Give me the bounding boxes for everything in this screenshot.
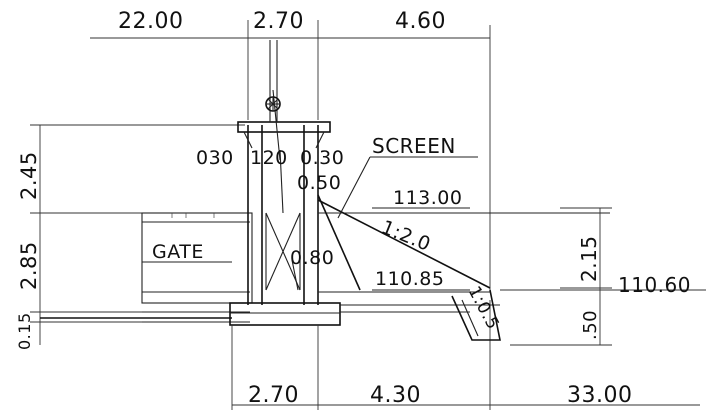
dim-top-22-00: 22.00 bbox=[118, 9, 183, 34]
dim-left-2-45: 2.45 bbox=[17, 151, 41, 200]
dim-wall-030: 030 bbox=[196, 147, 234, 169]
dim-wall-0-30: 0.30 bbox=[300, 147, 344, 169]
dim-top-4-60: 4.60 bbox=[395, 9, 446, 34]
upstream-channel bbox=[40, 212, 253, 323]
dim-bottom-2-70: 2.70 bbox=[248, 383, 299, 408]
left-dimension-chain: 2.45 2.85 0.15 bbox=[15, 124, 245, 350]
elevation-top-water: 113.00 bbox=[393, 187, 462, 209]
dim-gate-opening-0-80: 0.80 bbox=[290, 247, 334, 269]
dim-wall-120: 120 bbox=[250, 147, 288, 169]
elevation-sill: 110.85 bbox=[375, 268, 444, 290]
dim-left-0-15: 0.15 bbox=[15, 312, 34, 350]
apron-slope-label: 1:0.5 bbox=[464, 283, 503, 333]
dim-left-2-85: 2.85 bbox=[17, 241, 41, 290]
top-dimension-chain: 22.00 2.70 4.60 bbox=[90, 9, 491, 290]
right-dimension-chain: 2.15 .50 bbox=[510, 207, 612, 346]
foundation-block bbox=[229, 300, 491, 410]
dim-top-2-70: 2.70 bbox=[253, 9, 304, 34]
dim-gap-0-50: 0.50 bbox=[297, 172, 341, 194]
dim-right-2-15: 2.15 bbox=[577, 235, 601, 282]
screen-label: SCREEN bbox=[372, 134, 456, 158]
dim-bottom-4-30: 4.30 bbox=[370, 383, 421, 408]
downstream-channel bbox=[317, 156, 706, 341]
dim-bottom-33-00: 33.00 bbox=[567, 383, 632, 408]
dim-right-0-50: .50 bbox=[580, 310, 601, 340]
gate-label: GATE bbox=[152, 241, 204, 263]
bottom-dimension-chain: 2.70 4.30 33.00 bbox=[232, 383, 700, 408]
elevation-downstream: 110.60 bbox=[618, 273, 691, 297]
screen-slope-label: 1:2.0 bbox=[378, 216, 434, 256]
gate-pier bbox=[237, 40, 331, 305]
